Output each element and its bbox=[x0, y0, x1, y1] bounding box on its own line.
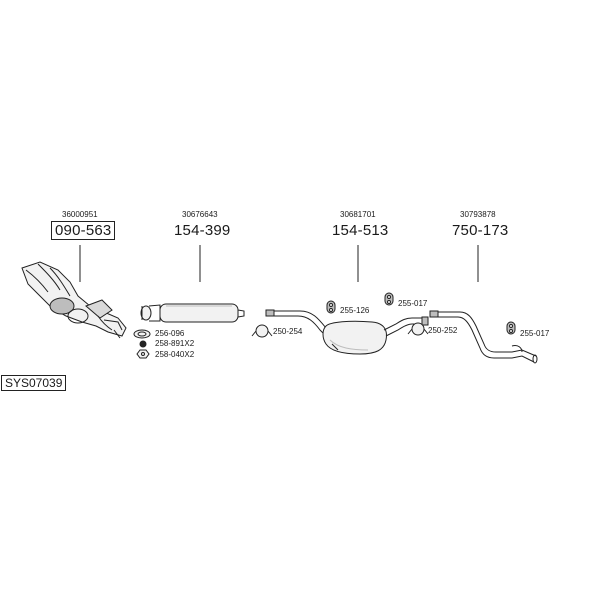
front-pipe-part bbox=[140, 303, 245, 323]
part-number-750-173[interactable]: 750-173 bbox=[452, 222, 509, 239]
part-number-154-513[interactable]: 154-513 bbox=[332, 222, 389, 239]
accessory-label-256-096[interactable]: 256-096 bbox=[155, 329, 185, 338]
accessory-label-258-891x2[interactable]: 258-891X2 bbox=[155, 339, 195, 348]
hanger-part-255-017-a bbox=[384, 292, 394, 306]
ref-number-2: 30676643 bbox=[182, 210, 218, 219]
accessory-label-255-126[interactable]: 255-126 bbox=[340, 306, 370, 315]
hanger-part-255-017-b bbox=[506, 321, 516, 335]
accessory-label-250-252[interactable]: 250-252 bbox=[428, 326, 458, 335]
rear-pipe-part bbox=[429, 310, 538, 364]
ref-number-3: 30681701 bbox=[340, 210, 376, 219]
accessory-label-250-254[interactable]: 250-254 bbox=[273, 327, 303, 336]
accessory-label-255-017-b[interactable]: 255-017 bbox=[520, 329, 550, 338]
manifold-catalyst-part bbox=[21, 261, 127, 339]
accessory-label-258-040x2[interactable]: 258-040X2 bbox=[155, 350, 195, 359]
system-code-box: SYS07039 bbox=[1, 375, 67, 391]
gasket-part bbox=[133, 329, 151, 359]
accessory-label-255-017-a[interactable]: 255-017 bbox=[398, 299, 428, 308]
clamp-part-250-254 bbox=[251, 324, 273, 338]
part-number-154-399[interactable]: 154-399 bbox=[174, 222, 231, 239]
middle-silencer-part bbox=[265, 309, 429, 355]
clamp-part-250-252 bbox=[407, 322, 429, 336]
ref-number-1: 36000951 bbox=[62, 210, 98, 219]
part-number-090-563[interactable]: 090-563 bbox=[51, 221, 116, 240]
ref-number-4: 30793878 bbox=[460, 210, 496, 219]
hanger-part-255-126 bbox=[326, 300, 336, 314]
